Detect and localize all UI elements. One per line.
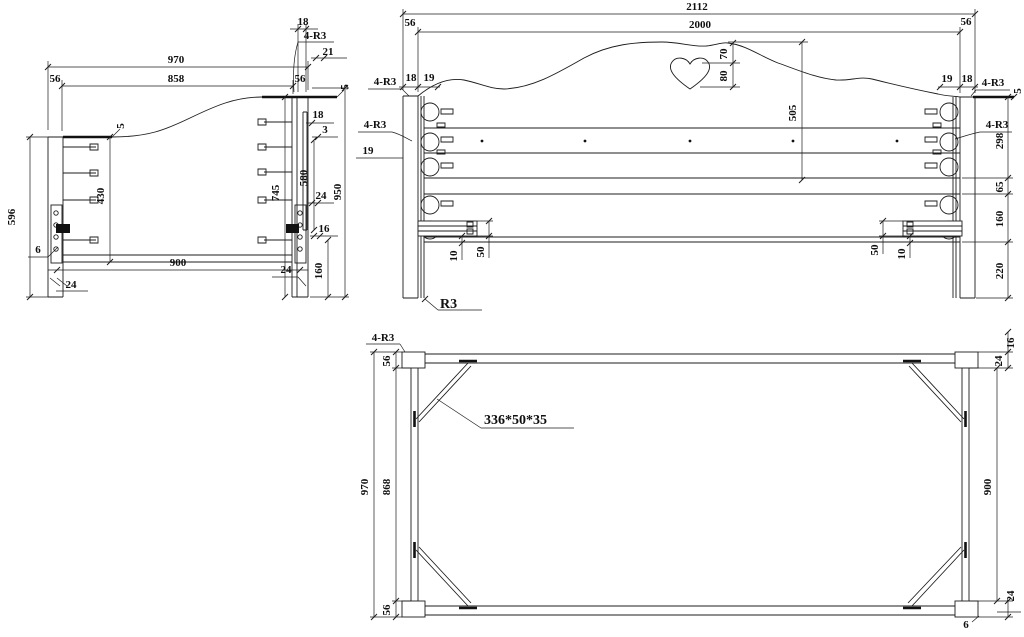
dim-950: 950 <box>332 183 344 200</box>
end-view-left-post <box>47 136 99 298</box>
side-view: 2112 2000 56 56 4-R3 18 19 4-R3 19 19 18… <box>356 1 1024 312</box>
dim-970: 970 <box>168 54 185 66</box>
dim-5-left: 5 <box>115 123 127 129</box>
dim-2112: 2112 <box>686 1 708 13</box>
dim-19-left-mid: 19 <box>363 145 375 157</box>
side-view-dowel-holes <box>420 102 959 240</box>
dim-160: 160 <box>313 262 325 279</box>
label-4r3-left-top: 4-R3 <box>374 76 397 88</box>
dim-505: 505 <box>787 104 799 121</box>
dim-56-bottom: 56 <box>381 604 393 616</box>
dim-80: 80 <box>718 70 730 82</box>
dim-24-bottom-left: 24 <box>66 279 78 291</box>
dim-900: 900 <box>982 478 994 495</box>
dim-24-right: 24 <box>316 190 328 202</box>
dim-18-right: 18 <box>313 109 325 121</box>
dim-65: 65 <box>994 181 1006 193</box>
label-4r3-right-top: 4-R3 <box>982 77 1005 89</box>
bracket-left <box>417 220 478 237</box>
dim-5-right: 5 <box>1012 88 1024 94</box>
dim-745: 745 <box>270 184 282 201</box>
dim-18-right: 18 <box>962 73 974 85</box>
dim-56-left: 56 <box>405 17 417 29</box>
dim-24-right-top: 24 <box>993 355 1005 367</box>
label-r3: R3 <box>440 297 457 312</box>
plan-view: 4-R3 56 970 868 56 336*50*35 16 24 900 2… <box>359 328 1021 631</box>
dim-56-top: 56 <box>381 355 393 367</box>
end-view-dimensions: 970 858 56 56 18 4-R3 21 5 5 950 596 430… <box>6 16 351 301</box>
dim-19-right: 19 <box>942 73 954 85</box>
dim-18-top: 18 <box>298 16 310 28</box>
label-4r3-right-mid: 4-R3 <box>986 119 1009 131</box>
dim-3-right: 3 <box>322 124 328 136</box>
dim-970: 970 <box>359 478 371 495</box>
dim-858: 858 <box>168 73 185 85</box>
side-view-dimensions: 2112 2000 56 56 4-R3 18 19 4-R3 19 19 18… <box>356 1 1024 312</box>
plan-braces <box>413 359 967 610</box>
dim-56-right: 56 <box>295 73 307 85</box>
dim-56-right: 56 <box>961 16 973 28</box>
side-view-screw-dots <box>480 139 899 143</box>
side-view-top-curve <box>417 41 961 98</box>
bracket-right <box>902 220 963 237</box>
dim-900: 900 <box>170 257 187 269</box>
dim-16-right: 16 <box>319 223 331 235</box>
end-view-right-post <box>257 97 309 298</box>
dim-430: 430 <box>95 187 107 204</box>
dim-24-bottom-right: 24 <box>281 264 293 276</box>
plan-corner-blocks <box>401 351 979 618</box>
dim-5-right: 5 <box>339 84 351 90</box>
dim-220: 220 <box>994 262 1006 279</box>
dim-21: 21 <box>323 46 334 58</box>
dim-70: 70 <box>718 48 730 60</box>
dim-16-right: 16 <box>1005 337 1017 349</box>
dim-56-left: 56 <box>50 73 62 85</box>
label-brace-size: 336*50*35 <box>484 413 547 428</box>
label-4r3-left-mid: 4-R3 <box>364 119 387 131</box>
dim-50-left: 50 <box>475 246 487 258</box>
dim-596: 596 <box>6 208 18 225</box>
dim-580: 580 <box>298 169 310 186</box>
end-view-bottom-rail <box>63 254 292 263</box>
dim-2000: 2000 <box>689 19 712 31</box>
dim-10-left: 10 <box>448 250 460 262</box>
dim-19-left: 19 <box>424 72 436 84</box>
dim-160: 160 <box>994 210 1006 227</box>
dim-18-left: 18 <box>406 72 418 84</box>
dim-10-right: 10 <box>896 248 908 260</box>
heart-cutout-icon <box>670 57 710 90</box>
end-view: 970 858 56 56 18 4-R3 21 5 5 950 596 430… <box>6 16 351 301</box>
dim-24-right-bottom: 24 <box>1005 590 1017 602</box>
plan-view-dimensions: 4-R3 56 970 868 56 336*50*35 16 24 900 2… <box>359 328 1021 631</box>
dim-6-right: 6 <box>963 619 969 631</box>
dim-50-right: 50 <box>869 244 881 256</box>
side-view-left-post <box>402 95 454 299</box>
dim-298: 298 <box>994 132 1006 149</box>
dim-6-left: 6 <box>35 244 41 256</box>
end-view-top-curve <box>111 96 263 138</box>
dim-868: 868 <box>381 478 393 495</box>
plan-rails <box>410 353 970 616</box>
side-view-right-post <box>924 96 976 299</box>
side-view-rails <box>424 127 960 243</box>
label-4r3-plan: 4-R3 <box>372 332 395 344</box>
label-4r3-top: 4-R3 <box>304 30 327 42</box>
